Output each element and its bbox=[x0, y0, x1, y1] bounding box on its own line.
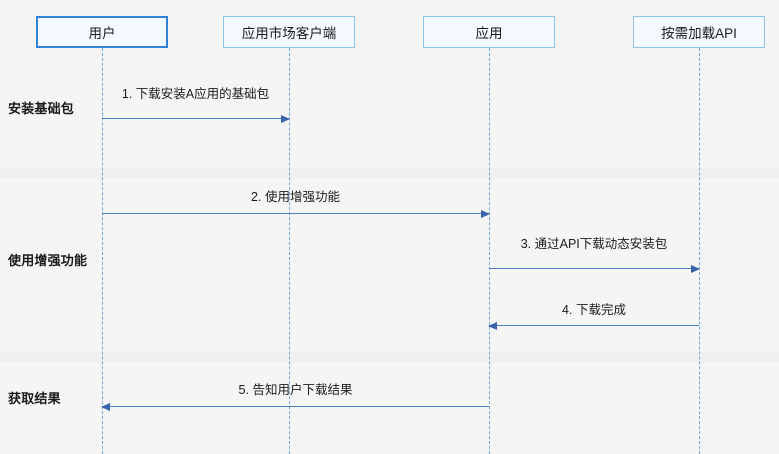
lifeline-app bbox=[489, 48, 490, 454]
arrowhead-right-icon bbox=[691, 264, 700, 273]
lifeline-ondemand-api bbox=[699, 48, 700, 454]
participant-app[interactable]: 应用 bbox=[423, 16, 555, 48]
arrowhead-right-icon bbox=[281, 114, 290, 123]
message-label-msg-4: 4. 下载完成 bbox=[562, 303, 626, 317]
participant-ondemand-api[interactable]: 按需加载API bbox=[633, 16, 765, 48]
band-get-result bbox=[0, 362, 779, 454]
lifeline-appstore-client bbox=[289, 48, 290, 454]
band-gap-2 bbox=[0, 352, 779, 362]
participant-user[interactable]: 用户 bbox=[36, 16, 168, 48]
band-label-install-base: 安装基础包 bbox=[8, 101, 75, 116]
participant-label-appstore-client: 应用市场客户端 bbox=[241, 26, 337, 41]
message-line-msg-3[interactable] bbox=[489, 264, 700, 273]
message-label-msg-5: 5. 告知用户下载结果 bbox=[238, 383, 353, 397]
participant-label-app: 应用 bbox=[475, 26, 503, 41]
band-gap-1 bbox=[0, 168, 779, 178]
band-install-base bbox=[0, 60, 779, 168]
message-line-msg-1[interactable] bbox=[102, 114, 290, 123]
message-label-msg-3: 3. 通过API下载动态安装包 bbox=[520, 237, 668, 251]
message-line-msg-5[interactable] bbox=[101, 402, 489, 411]
arrowhead-right-icon bbox=[481, 209, 490, 218]
arrowhead-left-icon bbox=[488, 321, 497, 330]
participant-appstore-client[interactable]: 应用市场客户端 bbox=[223, 16, 355, 48]
band-label-get-result: 获取结果 bbox=[8, 391, 61, 406]
band-use-enhanced bbox=[0, 178, 779, 352]
arrowhead-left-icon bbox=[101, 402, 110, 411]
message-label-msg-1: 1. 下载安装A应用的基础包 bbox=[121, 87, 270, 101]
message-label-msg-2: 2. 使用增强功能 bbox=[251, 190, 340, 204]
participant-label-user: 用户 bbox=[88, 26, 116, 41]
message-line-msg-4[interactable] bbox=[488, 321, 699, 330]
message-line-msg-2[interactable] bbox=[102, 209, 490, 218]
band-label-use-enhanced: 使用增强功能 bbox=[8, 253, 88, 268]
lifeline-user bbox=[102, 48, 103, 454]
participant-label-ondemand-api: 按需加载API bbox=[661, 26, 737, 41]
